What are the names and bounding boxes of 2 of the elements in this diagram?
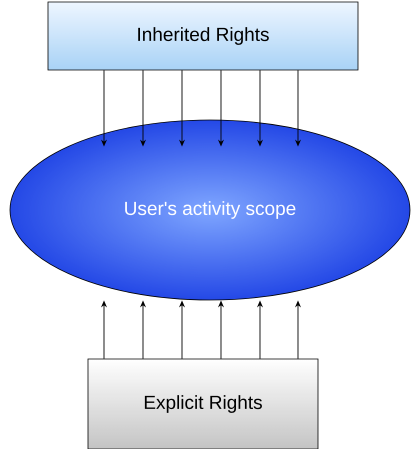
source-box: Explicit Rights <box>88 358 318 449</box>
title-box: Inherited Rights <box>48 2 358 70</box>
